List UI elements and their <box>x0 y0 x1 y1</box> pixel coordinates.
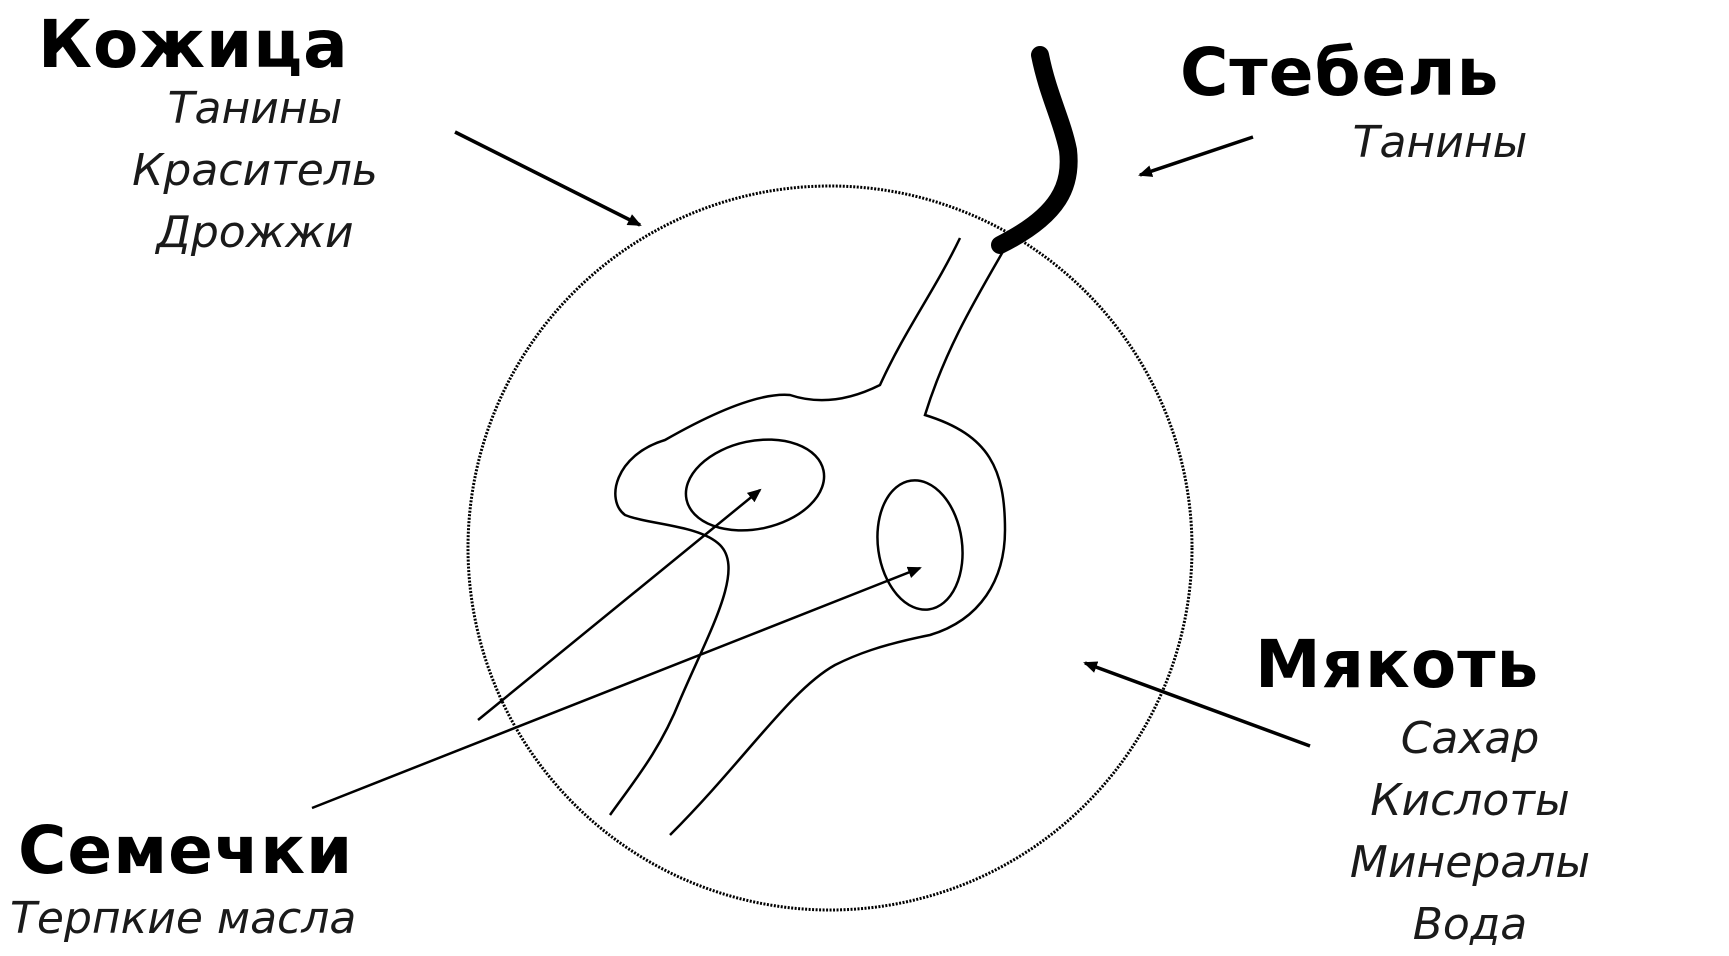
vascular-bundle-right <box>670 248 1005 835</box>
stem-shape <box>1000 55 1069 245</box>
pulp-item: Сахар <box>1270 708 1670 770</box>
arrow-skin <box>455 132 640 225</box>
seeds-title: Семечки <box>18 818 353 884</box>
stem-items: Танины <box>1280 112 1600 174</box>
skin-item: Танины <box>55 78 455 140</box>
skin-item: Дрожжи <box>55 202 455 264</box>
seeds-items: Терпкие масла <box>10 888 610 950</box>
skin-items: Танины Краситель Дрожжи <box>55 78 455 264</box>
arrow-stem <box>1140 137 1253 175</box>
seed-left <box>677 427 832 542</box>
pulp-item: Минералы <box>1270 832 1670 894</box>
arrow-seeds-2 <box>312 568 920 808</box>
skin-title: Кожица <box>38 12 349 78</box>
vascular-bundle <box>610 238 960 815</box>
pulp-item: Кислоты <box>1270 770 1670 832</box>
skin-item: Краситель <box>55 140 455 202</box>
pulp-items: Сахар Кислоты Минералы Вода <box>1270 708 1670 956</box>
stem-title: Стебель <box>1180 40 1499 106</box>
stem-item: Танины <box>1280 112 1600 174</box>
seed-right <box>869 475 970 615</box>
seeds-item: Терпкие масла <box>10 888 610 950</box>
grape-berry-outline <box>468 186 1192 910</box>
pulp-title: Мякоть <box>1255 632 1539 698</box>
pulp-item: Вода <box>1270 894 1670 956</box>
